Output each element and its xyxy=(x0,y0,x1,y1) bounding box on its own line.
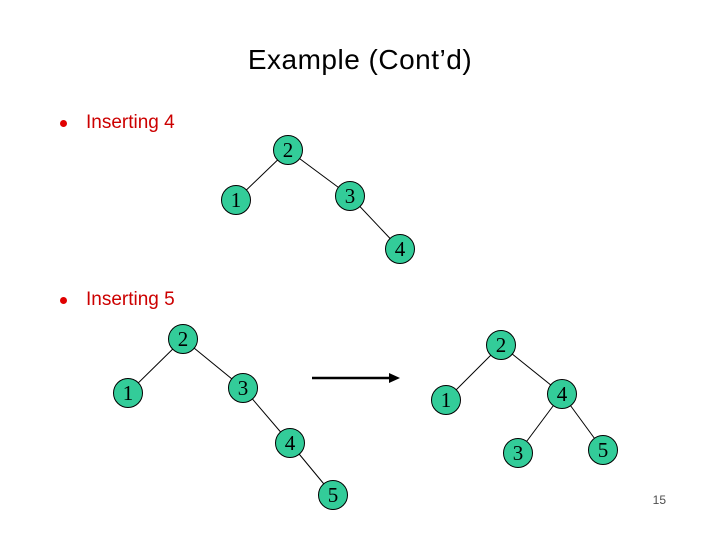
tree-after-inserting-4-node-2: 2 xyxy=(273,135,303,165)
tree-after-rotation-node-5: 5 xyxy=(588,435,618,465)
tree-after-inserting-5-unbalanced-node-2: 2 xyxy=(168,324,198,354)
bullet-inserting-5: Inserting 5 xyxy=(60,289,175,311)
tree-after-rotation-node-3: 3 xyxy=(503,438,533,468)
bullet-dot-icon xyxy=(60,296,67,304)
tree-after-rotation-node-1: 1 xyxy=(431,385,461,415)
tree-after-inserting-4-node-1: 1 xyxy=(221,185,251,215)
tree-after-rotation-node-4: 4 xyxy=(547,379,577,409)
tree-after-inserting-5-unbalanced-node-3: 3 xyxy=(228,373,258,403)
page-number: 15 xyxy=(652,493,666,507)
slide-title: Example (Cont’d) xyxy=(247,44,473,75)
bullet-label: Inserting 5 xyxy=(86,289,175,310)
tree-after-inserting-5-unbalanced-node-5: 5 xyxy=(318,480,348,510)
bullet-dot-icon xyxy=(60,119,67,127)
bullet-label: Inserting 4 xyxy=(86,112,175,133)
tree-after-inserting-5-unbalanced-node-4: 4 xyxy=(275,428,305,458)
tree-after-inserting-4-node-4: 4 xyxy=(385,234,415,264)
bullet-inserting-4: Inserting 4 xyxy=(60,112,175,134)
tree-after-rotation-node-2: 2 xyxy=(486,330,516,360)
tree-after-inserting-4-node-3: 3 xyxy=(335,181,365,211)
tree-after-inserting-5-unbalanced-node-1: 1 xyxy=(113,378,143,408)
